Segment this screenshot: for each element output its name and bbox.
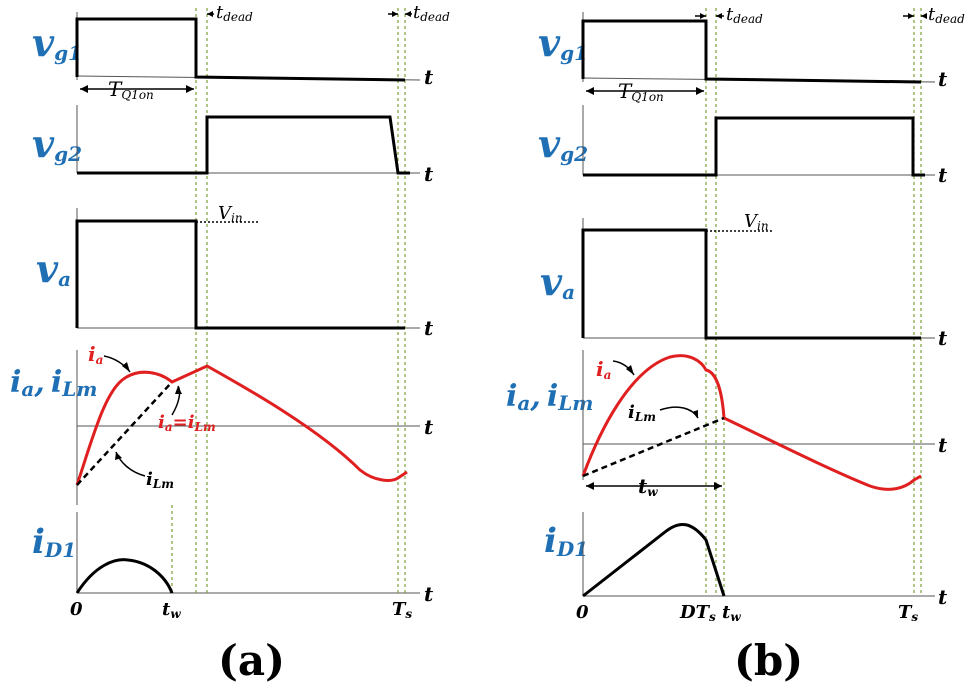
t-axis-label: t [424,316,434,340]
vin-label-a: Vin [218,203,243,225]
ia-annotation-b: ia [596,357,611,382]
dead-time-guides-a [171,8,406,593]
iD1-waveform-a [75,558,174,594]
t-axis-label: t [938,163,948,187]
panel-a: vg1 vg2 va ia,iLm iD1 t t t t t [10,2,450,685]
tdead-label-b1: tdead [726,4,763,26]
vg1-label-a: vg1 [32,20,82,65]
panel-b: vg1 vg2 va ia,iLm iD1 t t t t t [506,4,965,685]
ia-waveform-a [75,364,408,486]
ia-iLm-label-b: ia,iLm [506,379,593,415]
vg2-label-a: vg2 [32,121,82,166]
t-axis-label: t [424,415,434,439]
t-axis-label: t [424,65,434,89]
dead-time-guides-b [705,8,922,596]
origin-label-a: 0 [70,599,83,620]
tq1on-label-b: TQ1on [618,79,664,104]
tq1on-label-a: TQ1on [108,77,154,102]
t-axis-label: t [938,433,948,457]
ts-label-a: Ts [392,599,412,621]
iLm-annotation-a: iLm [146,469,174,491]
iD1-waveform-b [582,523,726,598]
vg2-label-b: vg2 [538,121,588,166]
t-axis-label: t [424,582,434,606]
ia-waveform-b [581,354,922,491]
ia-annotation-a: ia [88,342,103,367]
iLm-waveform-b [582,416,725,478]
tdead-label-b2: tdead [928,4,965,26]
tw-span-label-b: tw [638,474,658,499]
t-axis-label: t [938,585,948,609]
vg1-waveform-b [581,19,922,84]
ts-label-b: Ts [898,602,918,624]
iD1-label-a: iD1 [32,522,76,562]
t-axis-label: t [938,326,948,350]
tdead-label-a2: tdead [413,2,450,24]
t-axis-label: t [424,162,434,186]
va-label-b: va [540,259,575,304]
eq-annotation-a: ia=iLm [158,412,216,434]
tdead-label-a1: tdead [216,2,253,24]
va-waveform-a [75,219,405,330]
tw-label-a: tw [162,599,181,621]
caption-b: (b) [734,636,803,683]
vin-label-b: Vin [744,211,769,233]
va-waveform-b [581,228,921,340]
iLm-waveform-a [76,381,173,486]
caption-a: (a) [218,636,285,683]
dts-label-b: DTs [679,602,716,624]
vg1-label-b: vg1 [538,20,588,65]
tw-label-b: tw [722,602,741,624]
ia-iLm-label-a: ia,iLm [10,365,97,401]
origin-label-b: 0 [576,602,589,623]
vg1-waveform-a [75,17,406,82]
vg2-waveform-b [583,116,925,177]
iLm-annotation-b: iLm [628,402,656,424]
iD1-label-b: iD1 [544,521,588,561]
t-axis-label: t [938,67,948,91]
va-label-a: va [36,246,71,291]
vg2-waveform-a [77,115,410,175]
